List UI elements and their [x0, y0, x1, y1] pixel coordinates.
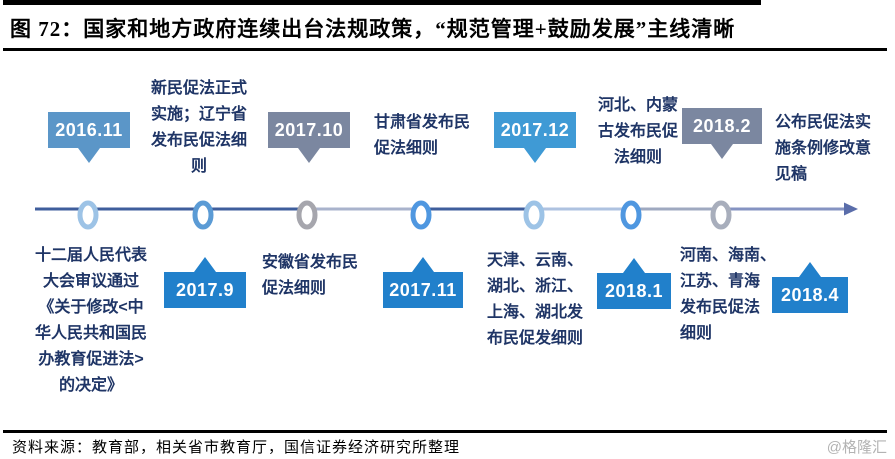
date-bubble-2017-9: 2017.9: [164, 272, 246, 308]
event-desc-2017-11: 甘肃省发布民 促法细则: [374, 114, 471, 157]
event-desc-2018-2: 河南、海南、 江苏、青海 发布民促法 细则: [680, 247, 777, 342]
date-bubble-2018-2: 2018.2: [682, 108, 762, 144]
event-desc-2018-1: 河北、内蒙 古发布民促 法细则: [597, 97, 678, 166]
timeline-arrowhead: [844, 202, 858, 216]
date-bubble-2017-10: 2017.10: [268, 112, 350, 148]
timeline-node: [192, 200, 214, 230]
watermark: @格隆汇: [826, 439, 887, 456]
date-bubble-2018-4: 2018.4: [772, 277, 848, 313]
footer-divider-rule: [3, 430, 887, 433]
timeline-node: [523, 200, 545, 230]
date-bubble-2018-1: 2018.1: [597, 273, 671, 309]
source-note: 资料来源：教育部，相关省市教育厅，国信证券经济研究所整理: [12, 440, 461, 456]
date-bubble-2016-11: 2016.11: [48, 112, 130, 148]
event-desc-2017-9: 新民促法正式 实施；辽宁省 发布民促法细 则: [150, 80, 247, 175]
timeline-node: [296, 200, 318, 230]
timeline-node: [77, 200, 99, 230]
top-rule: [3, 0, 761, 5]
event-desc-2016-11: 十二届人民代表 大会审议通过 《关于修改<中 华人民共和国民 办教育促进法> 的…: [34, 247, 147, 394]
figure-title: 图 72：国家和地方政府连续出台法规政策，“规范管理+鼓励发展”主线清晰: [10, 17, 736, 41]
date-bubble-2017-11: 2017.11: [383, 272, 463, 308]
timeline-node: [710, 200, 732, 230]
event-desc-2018-4: 公布民促法实 施条例修改意 见稿: [775, 114, 872, 183]
event-desc-2017-10: 安徽省发布民 促法细则: [262, 254, 359, 297]
event-desc-2017-12: 天津、云南、 湖北、浙江、 上海、湖北发 布民促发细则: [487, 252, 584, 347]
timeline-node: [410, 200, 432, 230]
date-bubble-2017-12: 2017.12: [494, 112, 576, 148]
timeline-node: [620, 200, 642, 230]
title-divider-rule: [3, 48, 887, 51]
